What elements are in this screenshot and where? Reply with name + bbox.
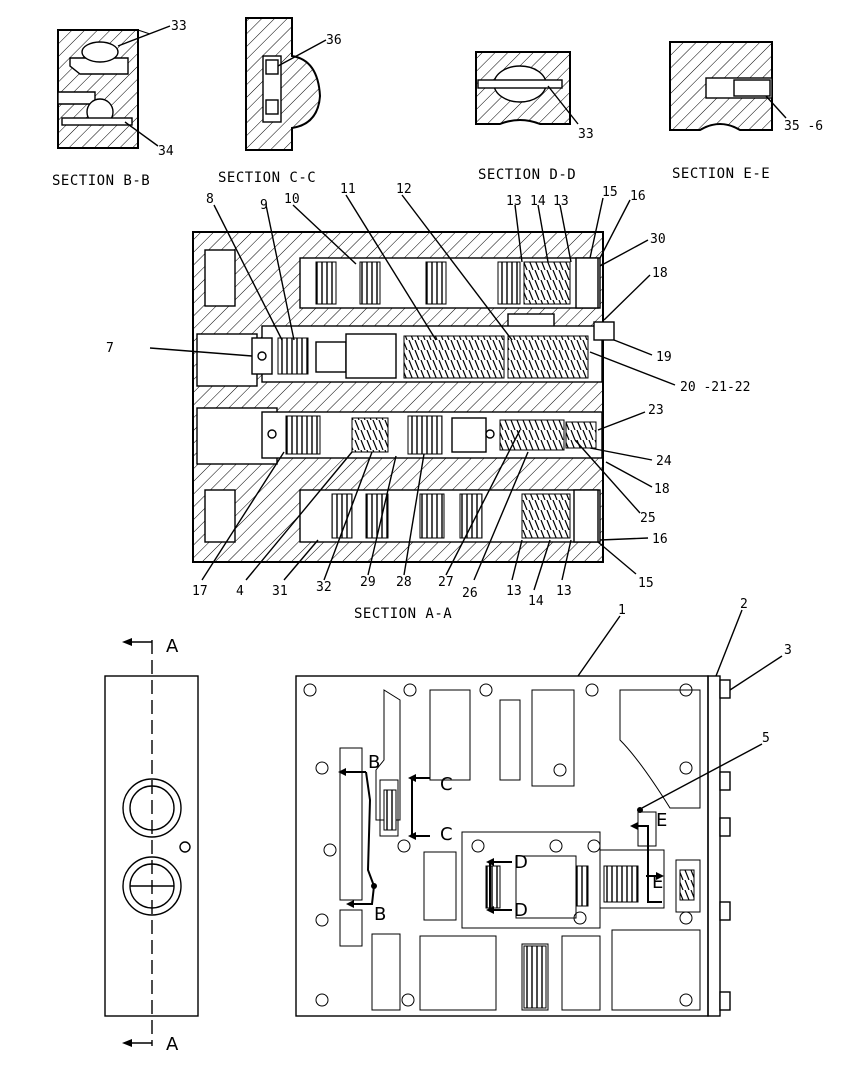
cut-mark-c-top: C bbox=[440, 774, 453, 795]
callout-16-a: 16 bbox=[630, 189, 646, 204]
cut-mark-e-bottom: E bbox=[652, 872, 663, 893]
callout-31: 31 bbox=[272, 584, 288, 599]
section-bb bbox=[57, 25, 171, 149]
callout-11: 11 bbox=[340, 182, 356, 197]
cut-mark-d-top: D bbox=[514, 852, 528, 873]
callout-18-b: 18 bbox=[654, 482, 670, 497]
callout-13-d: 13 bbox=[556, 584, 572, 599]
section-aa bbox=[149, 194, 676, 591]
callout-14-a: 14 bbox=[530, 194, 546, 209]
callout-29: 29 bbox=[360, 575, 376, 590]
callout-9: 9 bbox=[260, 198, 268, 213]
callout-20-21-22: 20 -21-22 bbox=[680, 380, 750, 395]
callout-1: 1 bbox=[618, 603, 626, 618]
callout-5: 5 bbox=[762, 731, 770, 746]
callout-2: 2 bbox=[740, 597, 748, 612]
callout-33-dd: 33 bbox=[578, 127, 594, 142]
callout-28: 28 bbox=[396, 575, 412, 590]
section-dd bbox=[475, 51, 579, 125]
callout-14-b: 14 bbox=[528, 594, 544, 609]
section-ee bbox=[669, 41, 787, 131]
callout-23: 23 bbox=[648, 403, 664, 418]
section-aa-caption: SECTION A-A bbox=[354, 606, 452, 622]
callout-36-cc: 36 bbox=[326, 33, 342, 48]
callout-8: 8 bbox=[206, 192, 214, 207]
cut-mark-d-bottom: D bbox=[514, 900, 528, 921]
cut-mark-a-bottom: A bbox=[166, 1034, 179, 1055]
callout-34-bb: 34 bbox=[158, 144, 174, 159]
callout-13-a: 13 bbox=[506, 194, 522, 209]
callout-16-b: 16 bbox=[652, 532, 668, 547]
cut-mark-b-bottom: B bbox=[374, 904, 386, 925]
callout-33-bb: 33 bbox=[171, 19, 187, 34]
callout-4: 4 bbox=[236, 584, 244, 599]
section-cc bbox=[245, 17, 327, 151]
callout-24: 24 bbox=[656, 454, 672, 469]
callout-13-b: 13 bbox=[553, 194, 569, 209]
callout-27: 27 bbox=[438, 575, 454, 590]
callout-13-c: 13 bbox=[506, 584, 522, 599]
section-dd-caption: SECTION D-D bbox=[478, 167, 576, 183]
callout-30: 30 bbox=[650, 232, 666, 247]
callout-19: 19 bbox=[656, 350, 672, 365]
section-ee-caption: SECTION E-E bbox=[672, 166, 770, 182]
cut-mark-c-bottom: C bbox=[440, 824, 453, 845]
side-view bbox=[104, 638, 199, 1047]
callout-35-6-ee: 35 -6 bbox=[784, 119, 823, 134]
callout-26: 26 bbox=[462, 586, 478, 601]
cut-mark-a-top: A bbox=[166, 636, 179, 657]
callout-32: 32 bbox=[316, 580, 332, 595]
callout-3: 3 bbox=[784, 643, 792, 658]
callout-10: 10 bbox=[284, 192, 300, 207]
cut-mark-b-top: B bbox=[368, 752, 380, 773]
callout-7: 7 bbox=[106, 341, 114, 356]
callout-18-a: 18 bbox=[652, 266, 668, 281]
cut-mark-e-top: E bbox=[656, 810, 667, 831]
callout-15-b: 15 bbox=[638, 576, 654, 591]
callout-25: 25 bbox=[640, 511, 656, 526]
callout-17: 17 bbox=[192, 584, 208, 599]
callout-12: 12 bbox=[396, 182, 412, 197]
section-bb-caption: SECTION B-B bbox=[52, 173, 150, 189]
callout-15-a: 15 bbox=[602, 185, 618, 200]
plan-view bbox=[295, 609, 783, 1017]
section-cc-caption: SECTION C-C bbox=[218, 170, 316, 186]
